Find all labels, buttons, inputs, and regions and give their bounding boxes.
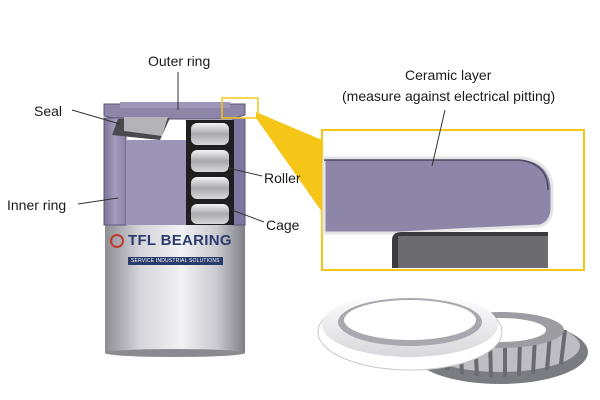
inner-ring-steel-body [105,225,245,353]
seal-leader [71,109,121,125]
label-leader-lines [71,72,265,223]
cage-leader [231,209,265,223]
roller-leader [227,167,263,177]
seal-label: Seal [34,103,63,119]
cage-label: Cage [266,217,300,233]
bearing-bottom-edge [105,349,245,357]
seal-rubber [124,117,168,136]
inner-ring-leader [77,197,119,205]
roller-label: Roller [264,170,301,186]
ceramic-layer-label: Ceramic layer [405,67,492,83]
callout-source-box [221,97,259,119]
detail-ceramic-edge [324,159,549,191]
detail-ring-section [322,156,554,235]
bearing-cutaway [103,97,259,357]
tfl-watermark: TFL BEARING SERVICE INDUSTRIAL SOLUTIONS [110,232,236,267]
roller-2 [191,150,229,172]
cup-bore [344,300,476,340]
roller-1 [191,123,229,145]
watermark-subtitle: SERVICE INDUSTRIAL SOLUTIONS [128,257,223,265]
tapered-bearing-illustration [317,293,588,384]
watermark-title: TFL BEARING [128,232,232,249]
outer-ring-label: Outer ring [148,53,211,69]
inner-ring-label: Inner ring [7,197,67,213]
tfl-logo-icon [110,234,124,248]
inner-ring-bore [126,140,186,225]
ceramic-layer-note: (measure against electrical pitting) [342,88,556,104]
roller-3 [191,177,229,199]
inner-ring-shade [126,140,186,225]
detail-roller-face [398,236,548,268]
ceramic-leader-line [431,109,446,167]
roller-4 [191,204,229,224]
ceramic-detail-box [321,109,585,271]
outer-ring-face [120,102,230,108]
callout-funnel [256,112,322,212]
